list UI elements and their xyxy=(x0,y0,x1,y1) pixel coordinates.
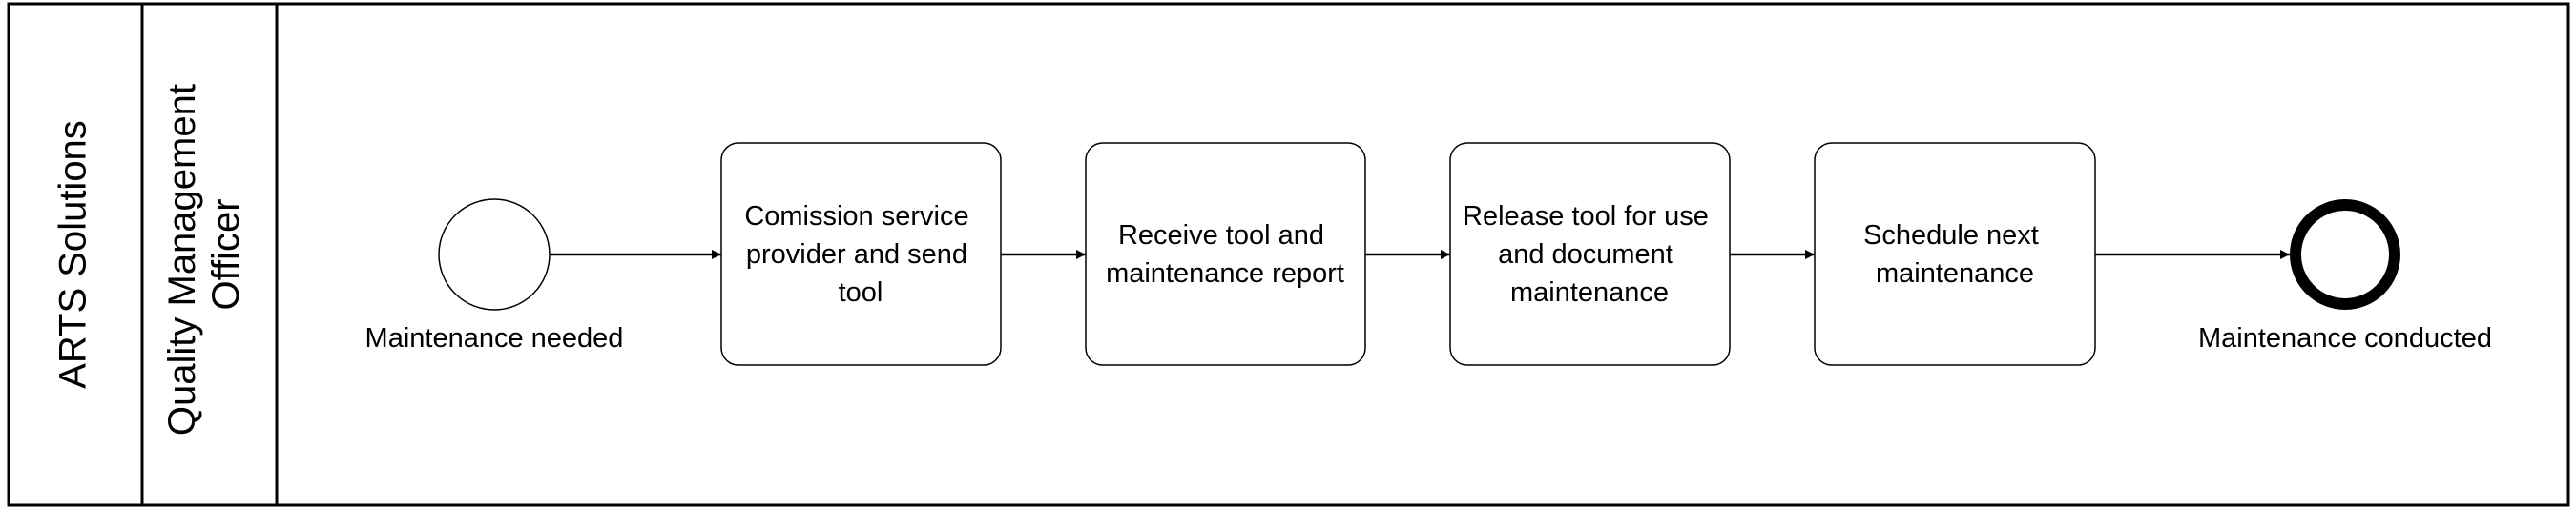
start-event-circle[interactable] xyxy=(438,198,551,311)
task-label: Schedule next maintenance xyxy=(1863,220,2046,289)
end-event-circle[interactable] xyxy=(2290,199,2400,310)
task-label: Receive tool and maintenance report xyxy=(1106,220,1344,289)
start-event[interactable] xyxy=(438,198,551,311)
task-label-line: Comission service xyxy=(744,201,968,232)
task-label-line: Receive tool and xyxy=(1118,220,1324,251)
lane-label: Quality Management Officer xyxy=(161,73,247,436)
task-label-line: and document xyxy=(1498,239,1673,270)
task-label-line: maintenance xyxy=(1510,277,1669,308)
task-box[interactable] xyxy=(720,142,1002,366)
pool-label: ARTS Solutions xyxy=(52,120,94,389)
task-label-line: tool xyxy=(839,277,883,308)
task-label-line: maintenance xyxy=(1876,258,2034,289)
lane-label-line: Officer xyxy=(205,198,247,310)
task-schedule-next-maintenance[interactable]: Schedule next maintenance xyxy=(1814,142,2096,366)
task-release-tool[interactable]: Release tool for use and document mainte… xyxy=(1449,142,1731,366)
task-label: Comission service provider and send tool xyxy=(744,201,976,308)
task-label: Release tool for use and document mainte… xyxy=(1463,201,1716,308)
task-box[interactable] xyxy=(1449,142,1731,366)
task-label-line: maintenance report xyxy=(1106,258,1344,289)
task-comission-service-provider[interactable]: Comission service provider and send tool xyxy=(720,142,1002,366)
end-event[interactable] xyxy=(2290,199,2400,310)
task-box[interactable] xyxy=(1085,142,1366,366)
task-receive-tool[interactable]: Receive tool and maintenance report xyxy=(1085,142,1366,366)
task-label-line: provider and send xyxy=(746,239,967,270)
task-label-line: Release tool for use xyxy=(1463,201,1709,232)
end-event-label: Maintenance conducted xyxy=(2198,323,2492,354)
task-label-line: Schedule next xyxy=(1863,220,2039,251)
lane-label-line: Quality Management xyxy=(161,84,203,436)
task-box[interactable] xyxy=(1814,142,2096,366)
start-event-label: Maintenance needed xyxy=(365,323,624,354)
